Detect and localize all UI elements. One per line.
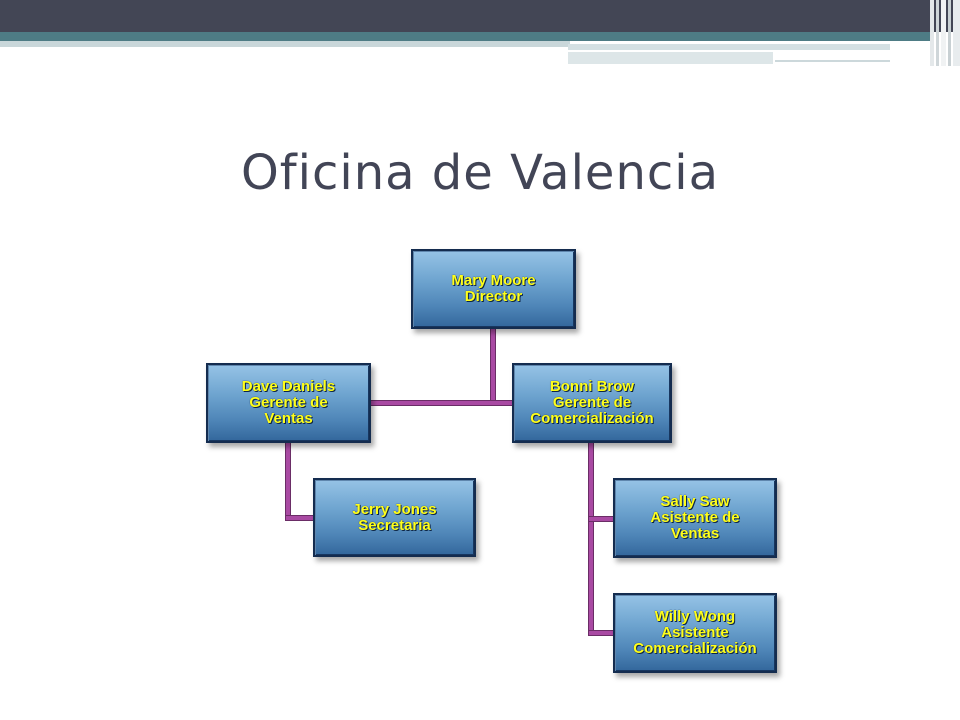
connector-director-down — [490, 327, 496, 405]
connector-marketing-down — [588, 442, 594, 636]
node-secretary-role: Secretaria — [358, 516, 431, 534]
connector-managers-horizontal — [369, 400, 514, 406]
connector-marketing-to-sales-assistant — [588, 516, 616, 522]
node-sales-assistant-role: Asistente de Ventas — [650, 509, 740, 542]
header-pale-stripe — [0, 41, 570, 47]
node-director: Mary Moore Director — [411, 249, 576, 329]
header-segment — [568, 44, 890, 50]
node-director-role: Director — [464, 288, 523, 305]
node-marketing-manager: Bonni Brow Gerente de Comercialización — [512, 363, 672, 443]
connector-sales-down — [285, 442, 291, 521]
node-marketing-manager-role: Gerente de Comercialización — [530, 394, 654, 427]
node-marketing-assistant-name: Willy Wong — [654, 608, 736, 625]
node-sales-assistant: Sally Saw Asistente de Ventas — [613, 478, 777, 558]
node-sales-assistant-name: Sally Saw — [660, 493, 730, 510]
header-divider-line-lower — [775, 60, 890, 62]
header-divider-line — [568, 50, 888, 52]
node-secretary: Jerry Jones Secretaria — [313, 478, 476, 557]
connector-marketing-to-marketing-assistant — [588, 630, 616, 636]
header-segment-lower — [568, 52, 773, 64]
header-band — [0, 0, 960, 32]
node-sales-manager-name: Dave Daniels — [241, 378, 336, 395]
node-marketing-assistant: Willy Wong Asistente Comercialización — [613, 593, 777, 673]
node-sales-manager: Dave Daniels Gerente de Ventas — [206, 363, 371, 443]
node-sales-manager-role: Gerente de Ventas — [249, 394, 328, 427]
node-marketing-assistant-role: Asistente Comercialización — [633, 624, 757, 657]
header-accent-stripe — [0, 32, 932, 41]
node-secretary-name: Jerry Jones — [352, 500, 437, 518]
node-director-name: Mary Moore — [451, 272, 536, 289]
slide-title: Oficina de Valencia — [240, 145, 720, 201]
node-marketing-manager-name: Bonni Brow — [549, 378, 635, 395]
header-vertical-bars — [930, 0, 960, 66]
